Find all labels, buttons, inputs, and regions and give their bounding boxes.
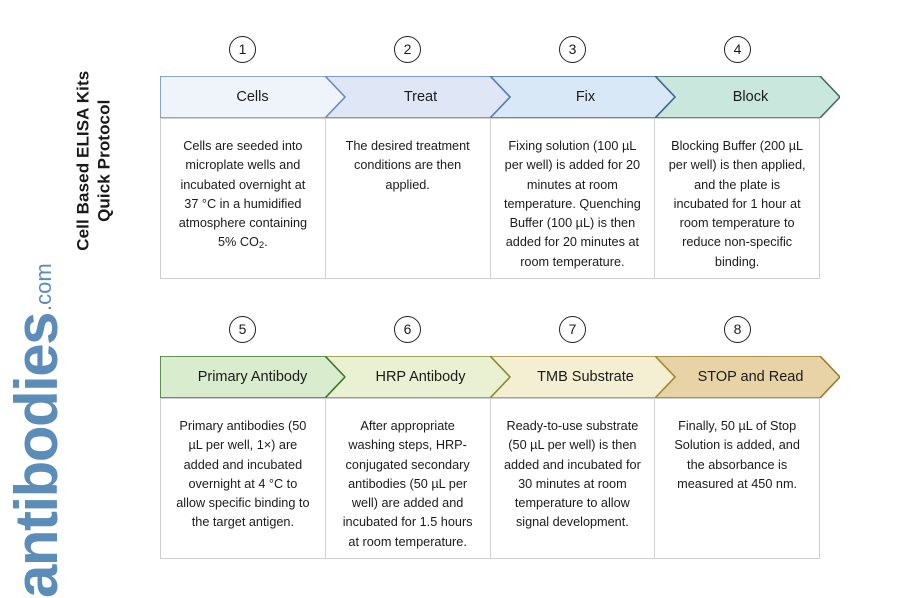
brand-name: antibodies (3, 312, 70, 598)
chevron-label-6: HRP Antibody (375, 369, 466, 385)
step-number-1: 1 (229, 36, 256, 63)
chevron-label-4: Block (732, 89, 769, 105)
step-numbers-strip: 5 6 7 8 (160, 316, 840, 356)
chevron-step-1[interactable]: Cells (160, 76, 345, 118)
chevron-shape-8 (655, 356, 840, 398)
description-text-2: The desired treatment conditions are the… (345, 139, 470, 192)
chevron-step-3[interactable]: Fix (490, 76, 675, 118)
step-numbers-strip: 1 2 3 4 (160, 36, 840, 76)
step-number-6: 6 (394, 316, 421, 343)
step-number-2: 2 (394, 36, 421, 63)
chevron-shape-3 (490, 76, 675, 118)
chevron-label-5: Primary Antibody (197, 369, 308, 385)
chevron-step-7[interactable]: TMB Substrate (490, 356, 675, 398)
description-text-5: Primary antibodies (50 µL per well, 1×) … (176, 419, 310, 530)
chevron-step-8[interactable]: STOP and Read (655, 356, 840, 398)
description-card-2: The desired treatment conditions are the… (326, 119, 491, 278)
chevron-shape-6 (325, 356, 510, 398)
step-number-7: 7 (559, 316, 586, 343)
chevron-step-4[interactable]: Block (655, 76, 840, 118)
description-text-6: After appropriate washing steps, HRP-con… (342, 419, 473, 549)
chevron-label-1: Cells (236, 89, 269, 105)
chevron-shape-2 (325, 76, 510, 118)
page-title: Cell Based ELISA Kits Quick Protocol (73, 70, 113, 251)
chevron-label-8: STOP and Read (697, 369, 804, 385)
chevron-label-3: Fix (575, 89, 596, 105)
chevron-shape-1 (160, 76, 345, 118)
step-number-3: 3 (559, 36, 586, 63)
description-text-4: Blocking Buffer (200 µL per well) is the… (668, 139, 806, 269)
step-number-5: 5 (229, 316, 256, 343)
subscript: 2 (258, 240, 265, 252)
description-card-6: After appropriate washing steps, HRP-con… (326, 399, 491, 558)
description-text-8: Finally, 50 µL of Stop Solution is added… (674, 419, 800, 491)
description-card-5: Primary antibodies (50 µL per well, 1×) … (161, 399, 326, 558)
description-card-1: Cells are seeded into microplate wells a… (161, 119, 326, 278)
chevron-shape-4 (655, 76, 840, 118)
brand-watermark: antibodies .com (3, 263, 70, 598)
chevron-step-5[interactable]: Primary Antibody (160, 356, 345, 398)
chevron-step-6[interactable]: HRP Antibody (325, 356, 510, 398)
chevron-band: Cells Treat Fix Block (160, 76, 840, 118)
chevron-band: Primary Antibody HRP Antibody TMB Substrat… (160, 356, 840, 398)
description-cards-strip: Primary antibodies (50 µL per well, 1×) … (160, 398, 820, 559)
description-cards-strip: Cells are seeded into microplate wells a… (160, 118, 820, 279)
description-card-8: Finally, 50 µL of Stop Solution is added… (655, 399, 819, 558)
description-text-1: Cells are seeded into microplate wells a… (178, 139, 308, 252)
description-text-7: Ready-to-use substrate (50 µL per well) … (503, 419, 641, 530)
step-number-4: 4 (724, 36, 751, 63)
description-card-7: Ready-to-use substrate (50 µL per well) … (491, 399, 656, 558)
chevron-label-2: Treat (403, 89, 438, 105)
description-card-3: Fixing solution (100 µL per well) is add… (491, 119, 656, 278)
chevron-shape-7 (490, 356, 675, 398)
chevron-label-7: TMB Substrate (537, 369, 634, 385)
step-number-8: 8 (724, 316, 751, 343)
description-card-4: Blocking Buffer (200 µL per well) is the… (655, 119, 819, 278)
brand-tld: .com (31, 263, 56, 311)
chevron-shape-5 (160, 356, 345, 398)
description-text-3: Fixing solution (100 µL per well) is add… (503, 139, 641, 269)
chevron-step-2[interactable]: Treat (325, 76, 510, 118)
